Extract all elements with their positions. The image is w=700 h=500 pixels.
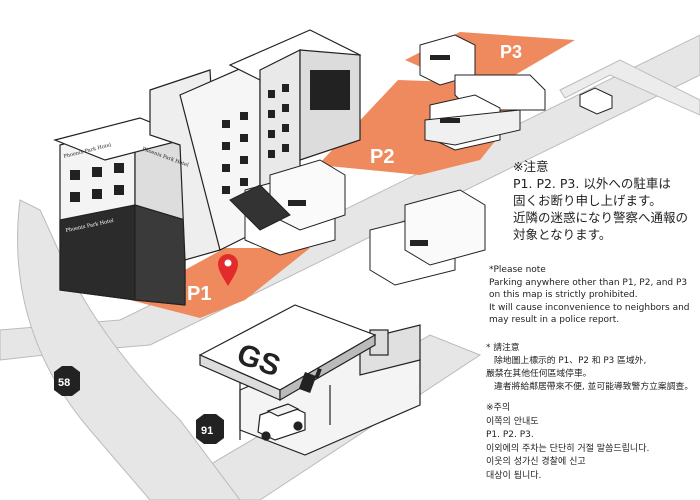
notice-english: *Please note Parking anywhere other than… [489,264,694,327]
car-icon [257,403,306,441]
parking-label-p1: P1 [187,283,211,305]
notice-ko-line: 이외에의 주차는 단단히 거절 말씀드립니다. [486,443,650,454]
route-number-58: 58 [58,377,70,389]
notice-en-line: Parking anywhere other than P1, P2, and … [489,277,688,301]
notice-zh-line: 除地圖上標示的 P1、P2 和 P3 區域外, [494,356,647,366]
notice-en-line: *Please note [489,265,546,275]
parking-label-p3: P3 [500,42,522,62]
location-pin-icon [218,254,238,286]
notice-ja-line: P1. P2. P3. 以外への駐車は [513,176,671,191]
houses [229,34,613,286]
notice-ja-line: 固くお断り申し上げます。 [513,193,662,208]
notice-korean: ※주의 이쪽의 안내도 P1. P2. P3. 이외에의 주차는 단단히 거절 … [486,402,696,483]
route-marker-91: 91 [196,414,224,444]
notice-ko-line: P1. P2. P3. [486,430,534,440]
route-marker-58: 58 [54,366,80,396]
notice-ja-line: 近隣の迷惑になり警察へ通報の [513,210,689,225]
notice-zh-line: * 請注意 [486,343,520,353]
notice-chinese: * 請注意 除地圖上標示的 P1、P2 和 P3 區域外, 嚴禁在其他任何區域停… [486,342,696,394]
notice-ja-line: 対象となります。 [513,227,612,242]
notice-en-line: It will cause inconvenience to neighbors… [489,302,690,326]
parking-label-p2: P2 [370,146,394,168]
notice-ja-line: ※注意 [513,159,549,174]
gas-station: GS [198,304,421,456]
route-number-91: 91 [201,425,213,437]
notice-japanese: ※注意 P1. P2. P3. 以外への駐車は 固くお断り申し上げます。 近隣の… [513,158,698,243]
notice-ko-line: 대상이 됩니다. [486,470,542,481]
notice-ko-line: 이쪽의 안내도 [486,416,539,427]
notice-zh-line: 嚴禁在其他任何區域停車。 [486,369,592,379]
notice-ko-line: 이웃의 성가신 경찰에 신고 [486,457,586,467]
notice-zh-line: 違者將給鄰居帶來不便, 並可能導致警方立案調查。 [494,382,694,392]
notice-ko-line: ※주의 [486,403,511,413]
fuel-pump-icon [298,368,322,394]
